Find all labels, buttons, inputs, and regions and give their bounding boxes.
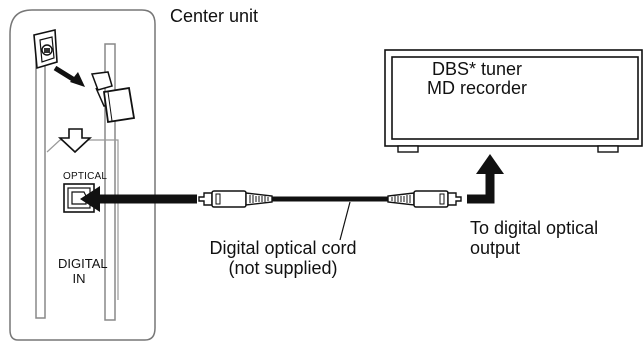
digital-in-label: DIGITAL IN bbox=[58, 256, 108, 286]
dust-cap-icon bbox=[90, 71, 136, 124]
digital-in-line2: IN bbox=[72, 271, 86, 286]
external-device-line1: DBS* tuner bbox=[431, 59, 523, 79]
output-label-line2: output bbox=[470, 238, 521, 258]
device-foot-right bbox=[597, 145, 619, 153]
port-cover-icon bbox=[33, 29, 58, 70]
output-label: To digital optical output bbox=[470, 218, 598, 258]
optical-cord bbox=[198, 190, 462, 208]
external-device-line2: MD recorder bbox=[426, 78, 528, 98]
external-device-box bbox=[384, 49, 643, 153]
cord-label-line1: Digital optical cord bbox=[209, 238, 357, 258]
cord-leader-line bbox=[339, 201, 351, 241]
panel-right-rail bbox=[104, 43, 116, 321]
cord-label-line2: (not supplied) bbox=[228, 258, 338, 278]
panel-left-rail bbox=[35, 41, 46, 319]
optical-jack-label: OPTICAL bbox=[63, 171, 108, 182]
output-arrow-icon bbox=[467, 154, 504, 204]
insert-arrow-icon bbox=[80, 186, 197, 212]
down-arrow-icon bbox=[57, 128, 93, 154]
output-label-line1: To digital optical bbox=[470, 218, 599, 238]
cord-label: Digital optical cord (not supplied) bbox=[188, 238, 378, 278]
external-device-label: DBS* tuner MD recorder bbox=[400, 60, 554, 98]
device-foot-left bbox=[397, 145, 419, 153]
center-unit-title: Center unit bbox=[170, 6, 259, 26]
digital-in-line1: DIGITAL bbox=[58, 256, 108, 271]
remove-arrow-icon bbox=[53, 65, 85, 87]
